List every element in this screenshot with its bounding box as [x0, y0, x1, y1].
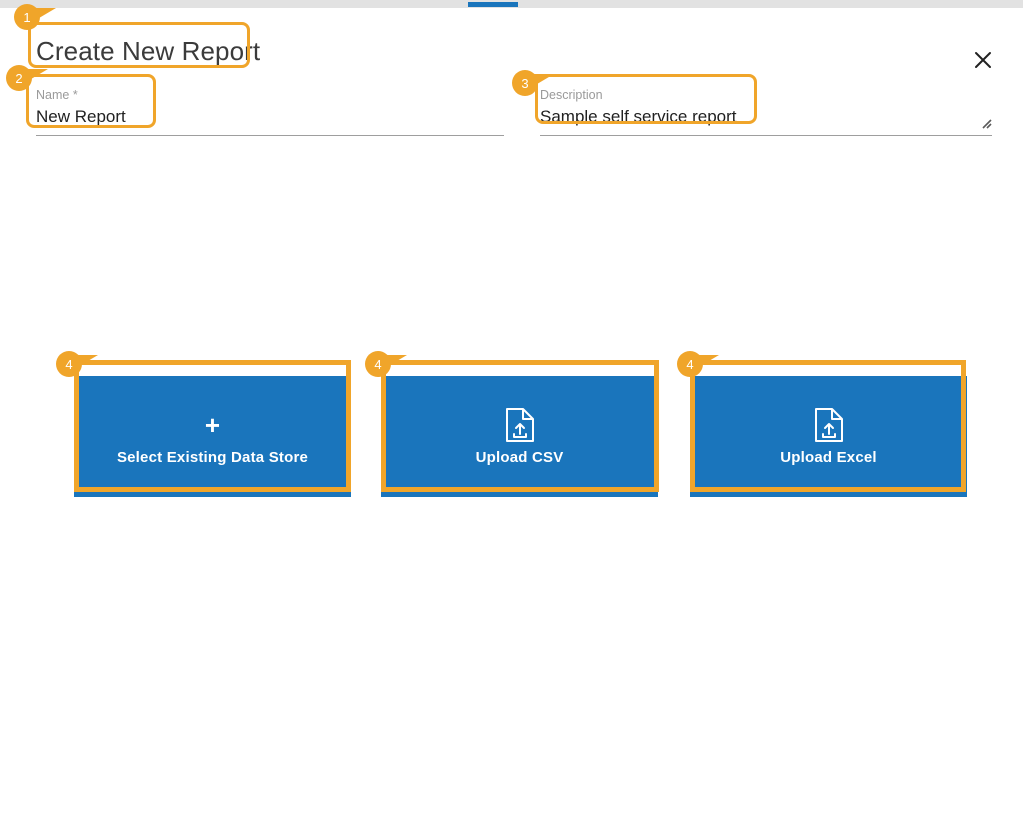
file-upload-icon: [814, 407, 844, 443]
description-field-underline: [540, 135, 992, 136]
page-title: Create New Report: [36, 36, 261, 66]
description-field-label: Description: [540, 88, 603, 102]
description-field-value: Sample self service report: [540, 107, 737, 126]
file-upload-icon: [505, 407, 535, 443]
data-source-tiles: + Select Existing Data Store Upload CSV: [0, 368, 1023, 508]
select-existing-data-store-tile[interactable]: + Select Existing Data Store: [74, 376, 351, 497]
name-field-underline: [36, 135, 504, 136]
window-top-bar: [0, 0, 1023, 8]
resize-grip-icon[interactable]: [978, 115, 992, 129]
name-field-value: New Report: [36, 107, 126, 126]
upload-csv-tile[interactable]: Upload CSV: [381, 376, 658, 497]
name-field[interactable]: Name * New Report: [36, 88, 506, 129]
description-field[interactable]: Description Sample self service report: [540, 88, 990, 129]
create-new-report-dialog: Create New Report Name * New Report Desc…: [0, 8, 1023, 828]
tile-label: Select Existing Data Store: [116, 449, 309, 466]
tile-label: Upload CSV: [475, 449, 564, 466]
close-icon[interactable]: [967, 44, 999, 76]
name-field-label: Name *: [36, 88, 78, 102]
active-tab-indicator: [468, 2, 518, 7]
tile-label: Upload Excel: [780, 449, 877, 466]
plus-icon: +: [204, 410, 221, 440]
upload-excel-tile[interactable]: Upload Excel: [690, 376, 967, 497]
